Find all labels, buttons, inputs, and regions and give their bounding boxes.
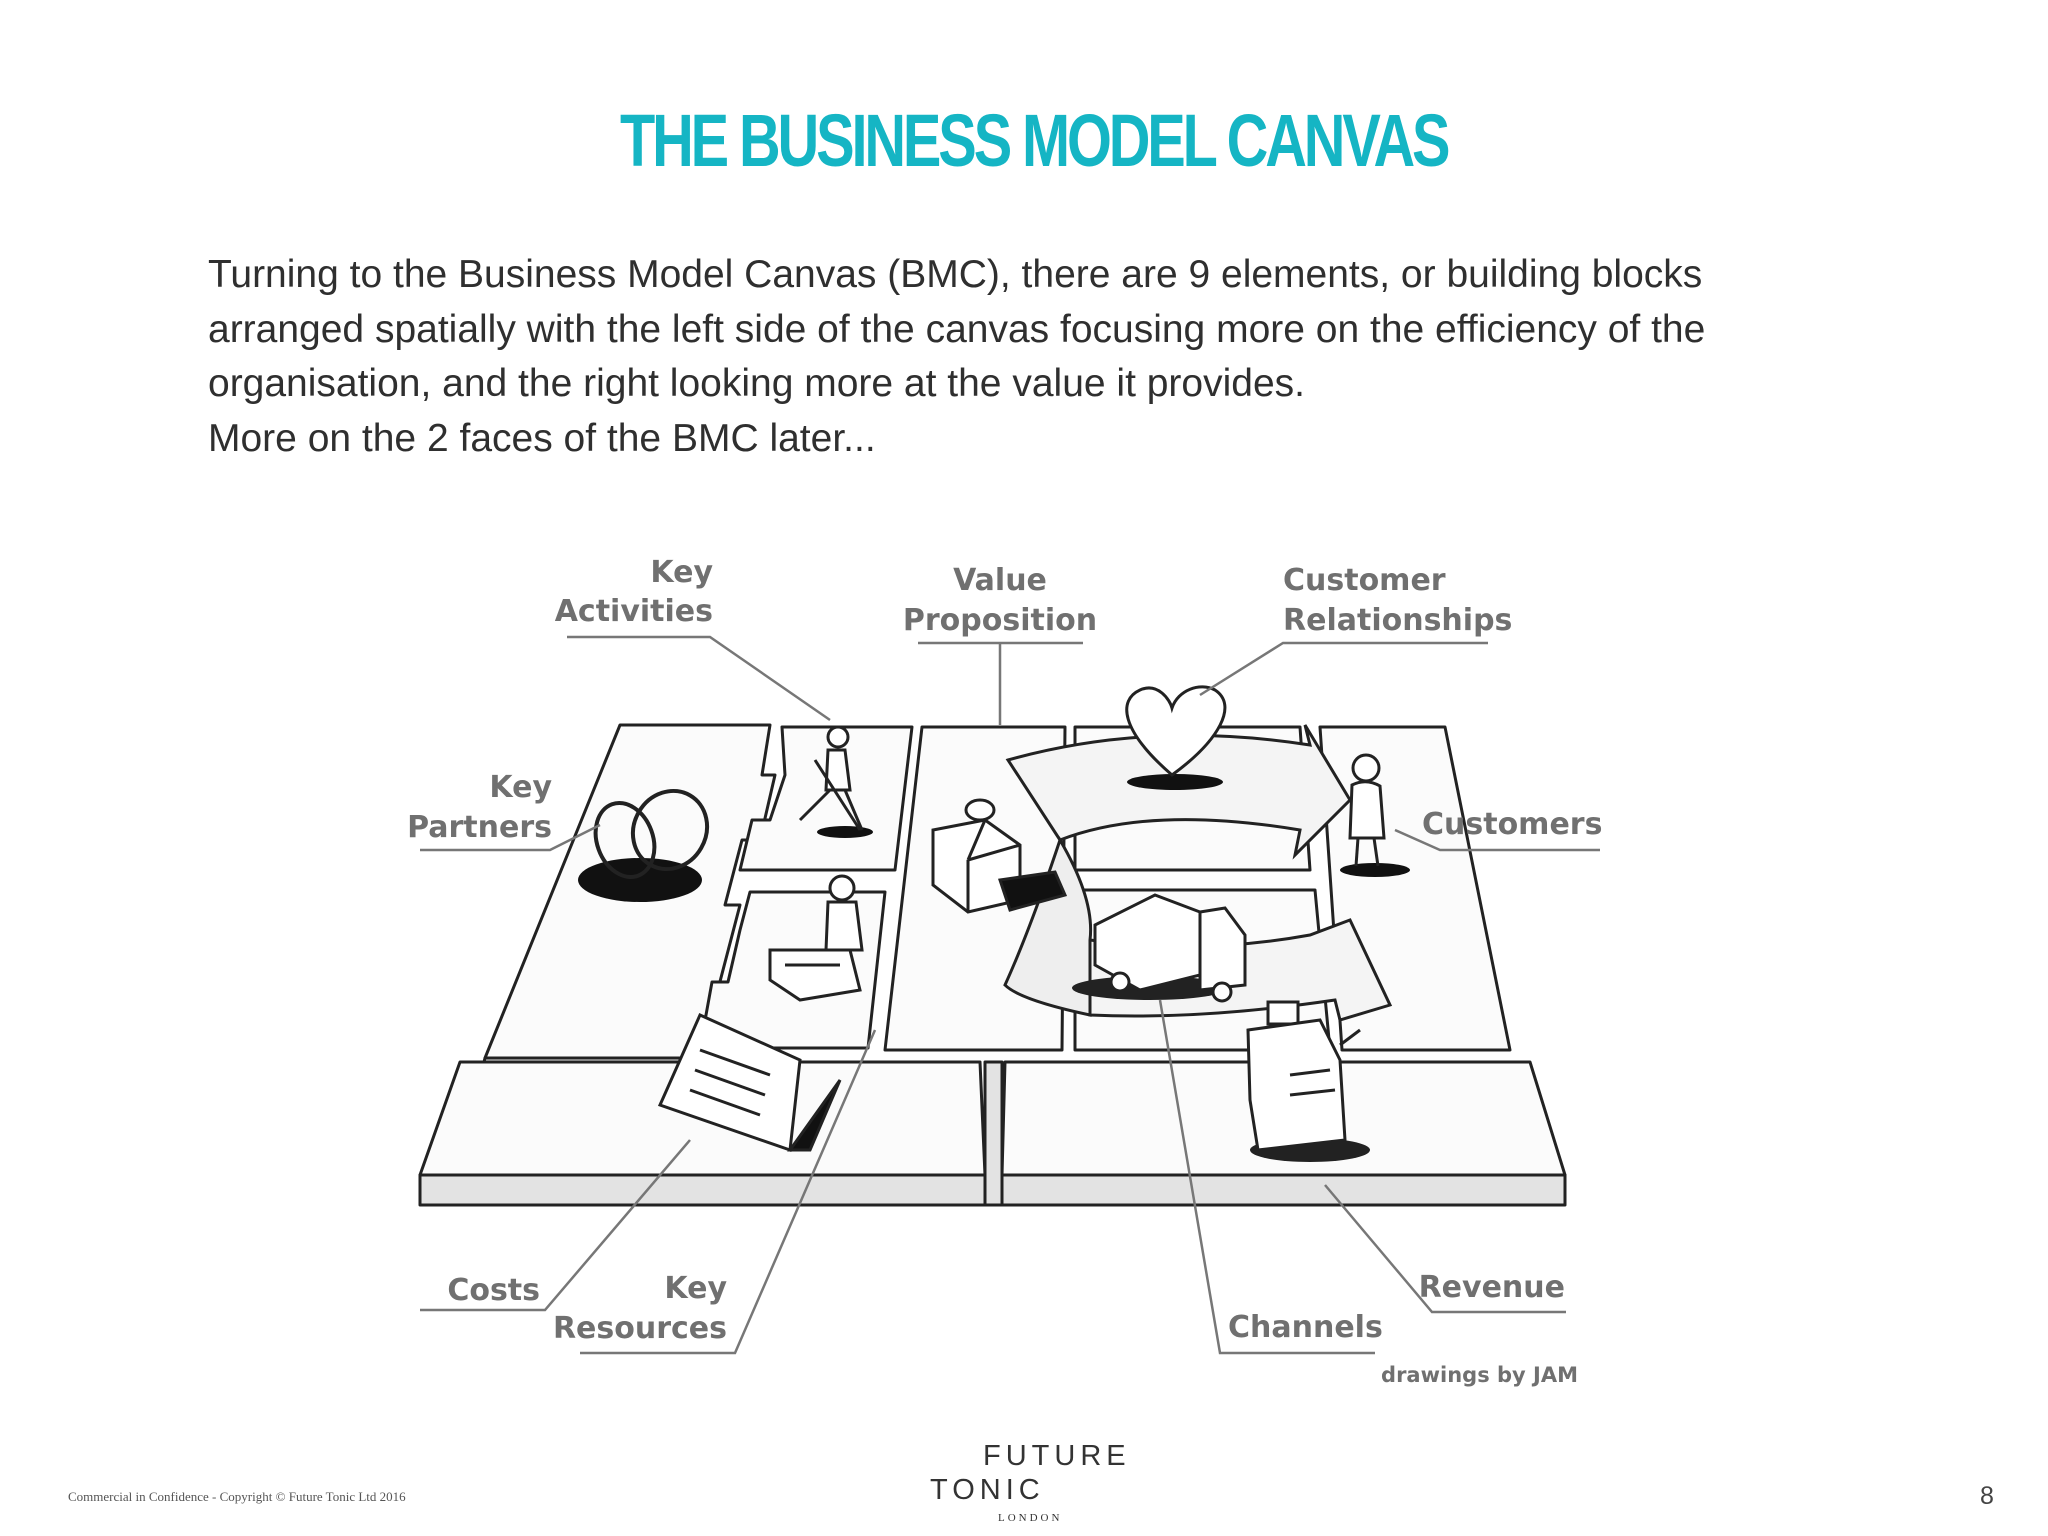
label-costs: Costs xyxy=(447,1273,540,1308)
block-revenue-edge xyxy=(1000,1173,1567,1207)
heart-icon xyxy=(1125,685,1227,790)
label-key-partners-line1: Key xyxy=(489,770,552,805)
intro-line: Turning to the Business Model Canvas (BM… xyxy=(208,253,1703,296)
label-value-proposition-line2: Proposition xyxy=(903,603,1097,638)
label-leader-lines xyxy=(420,635,1600,1355)
leader-customer-relationships xyxy=(1199,641,1488,697)
leader-channels xyxy=(1158,999,1375,1355)
intro-line: organisation, and the right looking more… xyxy=(208,362,1305,405)
label-key-activities-line2: Activities xyxy=(555,594,713,629)
customer-person-icon xyxy=(1340,753,1410,877)
copyright-notice: Commercial in Confidence - Copyright © F… xyxy=(68,1489,406,1504)
slide-title-text: THE BUSINESS MODEL CANVAS xyxy=(619,99,1451,182)
label-customer-relationships-line1: Customer xyxy=(1283,563,1446,598)
worker-digging-icon xyxy=(798,725,873,838)
label-key-resources-line1: Key xyxy=(664,1271,727,1306)
gift-box-icon xyxy=(931,798,1068,914)
label-channels: Channels xyxy=(1228,1310,1383,1345)
document-icon xyxy=(657,1013,842,1153)
block-costs-edge xyxy=(418,1173,987,1207)
page-number: 8 xyxy=(1980,1482,1994,1510)
label-revenue: Revenue xyxy=(1419,1270,1565,1305)
logo-line-future: FUTURE xyxy=(983,1440,1131,1472)
leader-costs xyxy=(420,1139,691,1312)
leader-customers xyxy=(1394,828,1600,852)
intro-paragraph: Turning to the Business Model Canvas (BM… xyxy=(208,248,1808,466)
canvas-board xyxy=(418,723,1567,1207)
leader-key-resources xyxy=(580,1029,877,1355)
block-center-notch xyxy=(983,1060,1004,1207)
worker-machine-icon xyxy=(768,874,864,1002)
label-customer-relationships-line2: Relationships xyxy=(1283,603,1512,638)
logo-line-tonic: TONIC xyxy=(930,1474,1045,1506)
label-key-partners-line2: Partners xyxy=(407,810,552,845)
label-key-activities-line1: Key xyxy=(650,555,713,590)
leader-key-partners xyxy=(420,823,601,852)
label-value-proposition-line1: Value xyxy=(953,563,1047,598)
label-key-resources-line2: Resources xyxy=(553,1311,727,1346)
drawings-credit: drawings by JAM xyxy=(1381,1363,1578,1387)
future-tonic-logo: FUTURE TONIC LONDON xyxy=(930,1440,1170,1530)
label-customers: Customers xyxy=(1422,807,1602,842)
truck-icon xyxy=(1072,893,1247,1003)
leader-revenue xyxy=(1324,1184,1566,1314)
logo-line-london: LONDON xyxy=(998,1512,1063,1524)
rings-icon xyxy=(578,788,710,902)
cash-register-icon xyxy=(1246,1000,1370,1162)
intro-line: More on the 2 faces of the BMC later... xyxy=(208,416,876,460)
intro-line: arranged spatially with the left side of… xyxy=(208,307,1706,351)
slide-title: THE BUSINESS MODEL CANVAS xyxy=(235,98,1832,183)
leader-key-activities xyxy=(567,635,831,722)
